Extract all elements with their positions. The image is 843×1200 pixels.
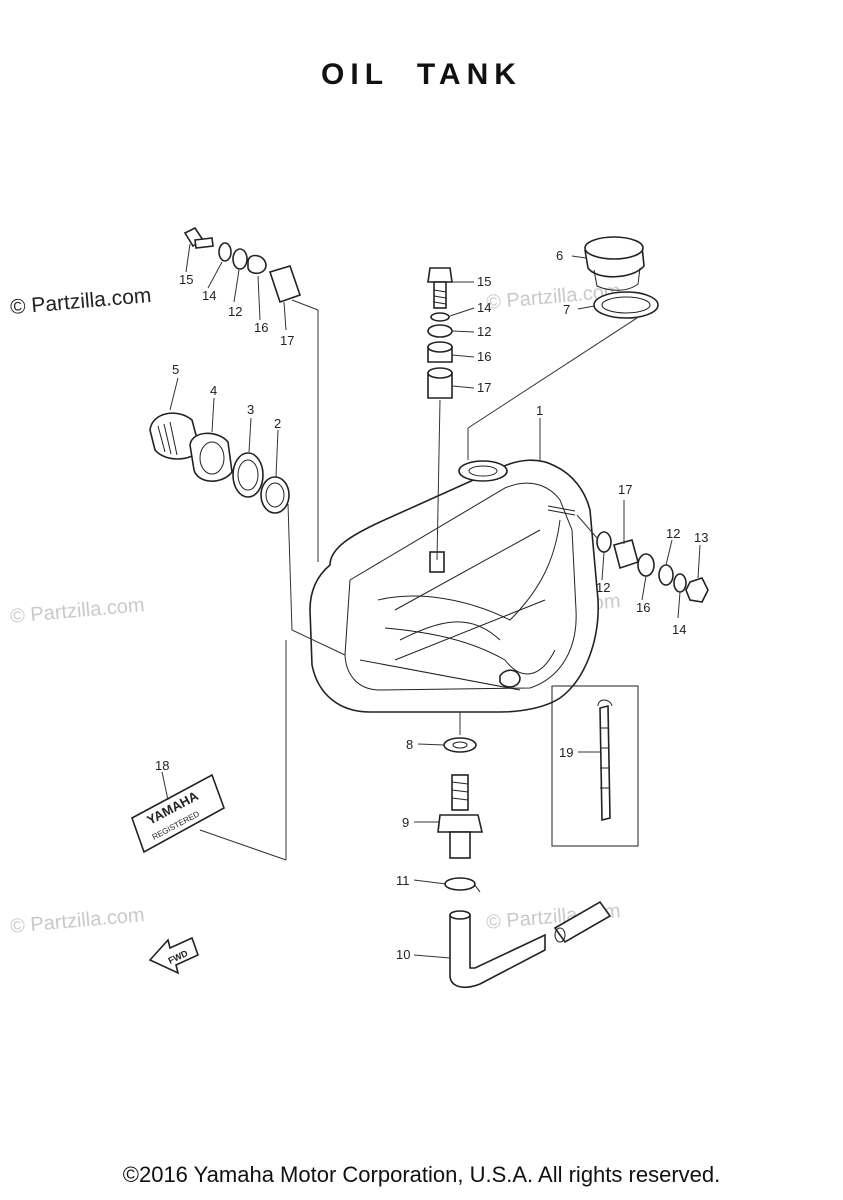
callout-19: 19 [559,745,573,760]
callout-18: 18 [155,758,169,773]
callout-7: 7 [563,302,570,317]
right-nut-assembly [596,531,709,603]
center-bolt-assembly [427,267,453,399]
callout-4: 4 [210,383,217,398]
oil-hose [449,900,612,989]
callout-15: 15 [179,272,193,287]
callout-17: 17 [618,482,632,497]
callout-5: 5 [172,362,179,377]
callout-labels: 15 14 12 16 17 5 4 3 2 15 14 12 16 17 6 … [155,248,708,962]
callout-9: 9 [402,815,409,830]
callout-12: 12 [228,304,242,319]
callout-12: 12 [596,580,610,595]
upper-left-bolt-assembly [183,226,302,304]
callout-1: 1 [536,403,543,418]
dipstick [597,699,613,822]
callout-10: 10 [396,947,410,962]
forward-arrow-icon: FWD [148,936,199,975]
callout-11: 11 [396,873,410,888]
callout-13: 13 [694,530,708,545]
callout-14: 14 [672,622,686,637]
callout-12: 12 [477,324,491,339]
callout-17: 17 [280,333,294,348]
page-title: OIL TANK [321,58,522,91]
copyright-notice: ©2016 Yamaha Motor Corporation, U.S.A. A… [122,1162,721,1187]
callout-14: 14 [202,288,216,303]
oil-tank-body [309,459,599,713]
left-seal-assembly [149,412,290,514]
callout-6: 6 [556,248,563,263]
callout-15: 15 [477,274,491,289]
bottom-fitting-assembly [437,737,484,893]
callout-3: 3 [247,402,254,417]
callout-16: 16 [636,600,650,615]
callout-8: 8 [406,737,413,752]
dipstick-inset-box [551,685,639,847]
callout-14: 14 [477,300,491,315]
callout-2: 2 [274,416,281,431]
yamaha-emblem: YAMAHA REGISTERED [131,773,225,854]
leader-lines [161,243,701,959]
callout-17: 17 [477,380,491,395]
oil-tank-cap-assembly [584,236,659,319]
callout-16: 16 [477,349,491,364]
callout-12: 12 [666,526,680,541]
callout-16: 16 [254,320,268,335]
